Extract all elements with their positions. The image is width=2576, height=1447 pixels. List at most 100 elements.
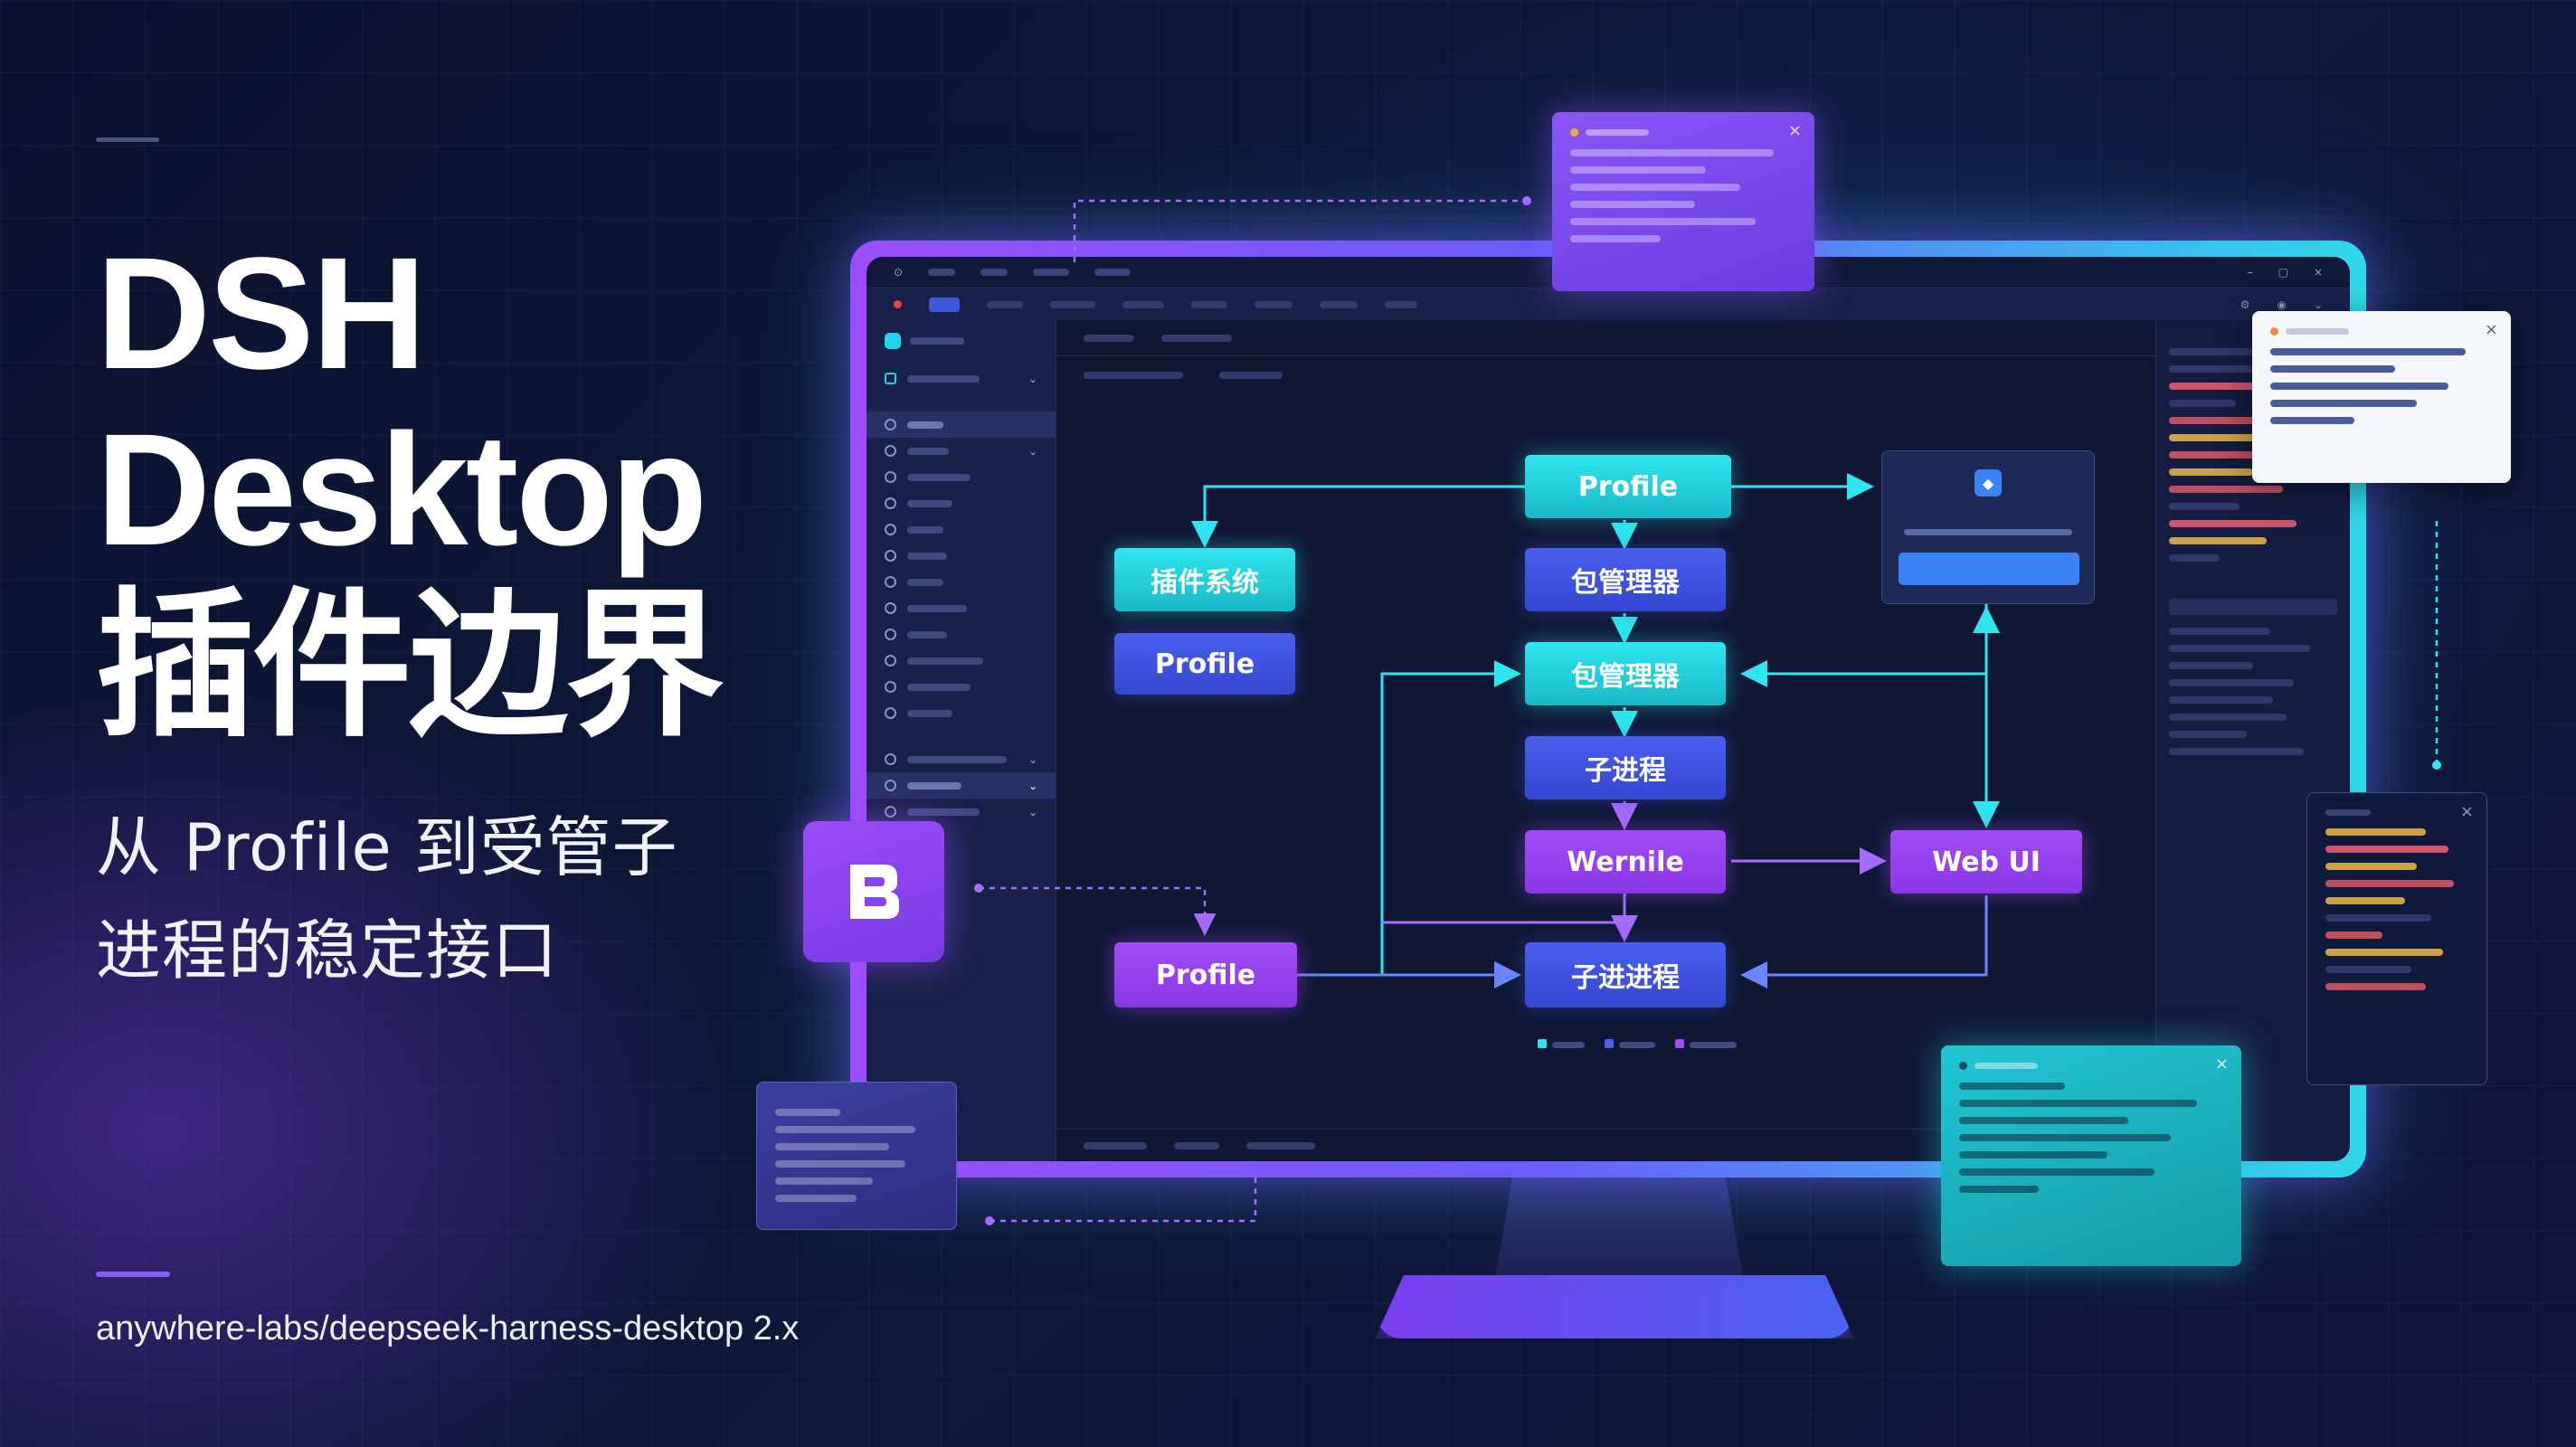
monitor-stand-neck [1492,1176,1746,1293]
sidebar-group[interactable]: ⌄ [867,799,1056,825]
node-profile-top[interactable]: Profile [1525,455,1731,518]
toolbar-tab-active[interactable] [929,297,960,312]
node-web-ui[interactable]: Web UI [1890,830,2082,894]
folder-icon [885,806,896,818]
sidebar-group[interactable]: ⌄ [867,746,1056,772]
breadcrumb[interactable] [1084,334,1134,342]
legend-item [1538,1038,1585,1051]
sidebar-item[interactable] [867,621,1056,648]
node-profile-left[interactable]: Profile [1114,633,1295,695]
legend-item [1605,1038,1655,1051]
plugin-panel-card[interactable]: ◆ [1881,450,2095,604]
sidebar-item[interactable] [867,516,1056,543]
title-line-1: DSH [96,225,427,402]
toolbar-tab[interactable] [1050,300,1095,308]
floating-window-top[interactable]: × [1552,112,1814,291]
node-profile-bottom[interactable]: Profile [1114,942,1297,1007]
close-icon[interactable]: × [2484,320,2498,339]
brand-icon [885,333,901,349]
menu-item[interactable] [1094,269,1132,276]
titlebar-menu-icon[interactable]: ⊙ [894,266,904,279]
lock-icon [885,681,896,693]
node-pkg-manager-2[interactable]: 包管理器 [1525,642,1726,705]
menu-item[interactable] [980,269,1009,276]
accent-line-bottom [96,1272,170,1277]
sidebar-brand [867,333,1056,365]
node-pkg-manager-1[interactable]: 包管理器 [1525,548,1726,611]
accent-line-top [96,137,159,142]
breadcrumb[interactable] [1161,334,1232,342]
window-minimize-icon[interactable]: – [2247,266,2253,279]
chevron-down-icon: ⌄ [1028,372,1037,385]
sidebar-item-active[interactable] [867,411,1056,438]
toolbar-tab[interactable] [1255,300,1293,308]
node-plugin-system[interactable]: 插件系统 [1114,548,1295,611]
sidebar-workspace-select[interactable]: ⌄ [867,365,1056,392]
sidebar-group-active[interactable]: ⌄ [867,772,1056,799]
status-item [1174,1141,1219,1149]
menu-item[interactable] [1033,269,1070,276]
workspace-icon [885,373,896,384]
status-bar [1056,1129,2155,1161]
diagram-path [1084,372,1183,379]
plugin-icon [885,445,896,457]
sidebar-item[interactable] [867,464,1056,490]
sidebar-item[interactable] [867,569,1056,595]
link-icon [885,602,896,614]
toolbar-tab[interactable] [1385,300,1417,308]
home-icon [885,419,896,430]
terminal-icon [885,550,896,562]
sidebar-item[interactable] [867,700,1056,726]
title-line-2: Desktop [96,402,707,579]
close-icon[interactable]: × [2214,1055,2229,1073]
gear-icon [885,707,896,719]
floating-window-terminal[interactable]: × [1941,1045,2241,1266]
profile-icon [885,497,896,509]
floating-window-bottom-left[interactable] [756,1082,957,1230]
page-title: DSH Desktop 插件边界 [96,225,724,755]
toolbar-tab[interactable] [1320,300,1358,308]
node-wernile[interactable]: Wernile [1525,830,1726,894]
status-item [1246,1141,1315,1149]
file-icon [885,655,896,667]
user-icon[interactable]: ◉ [2277,298,2287,311]
folder-icon [885,780,896,791]
close-icon[interactable]: × [1787,121,1802,140]
toolbar-tab[interactable] [987,300,1023,308]
sidebar-item[interactable] [867,490,1056,516]
legend-item [1675,1038,1737,1051]
sidebar-item[interactable] [867,648,1056,674]
close-icon[interactable]: × [2459,802,2474,821]
web-icon [885,629,896,640]
status-dot-icon [894,300,902,308]
toolbar-tab[interactable] [1191,300,1227,308]
diagram-filter[interactable] [1219,372,1283,379]
sidebar-item[interactable] [867,595,1056,621]
node-subprocess[interactable]: 子进程 [1525,736,1726,799]
chevron-down-icon[interactable]: ⌄ [2313,298,2323,311]
process-icon [885,524,896,535]
monitor-stand-base [1375,1275,1854,1338]
folder-icon [885,753,896,765]
floating-window-light[interactable]: × [2252,311,2511,483]
toolbar-tab[interactable] [1122,300,1164,308]
settings-icon[interactable]: ⚙ [2240,298,2250,311]
floating-window-code-right[interactable]: × [2306,792,2487,1085]
window-close-icon[interactable]: × [2313,266,2323,279]
inspector-input[interactable] [2169,599,2337,615]
window-maximize-icon[interactable]: ▢ [2278,266,2288,279]
package-icon [885,471,896,483]
sidebar-item[interactable] [867,674,1056,700]
dsh-logo-icon[interactable] [803,821,944,962]
title-line-3: 插件边界 [96,578,724,755]
plugin-icon: ◆ [1975,469,2002,497]
plugin-panel-button[interactable] [1899,553,2079,585]
repo-path: anywhere-labs/deepseek-harness-desktop 2… [96,1310,800,1348]
subtitle: 从 Profile 到受管子 进程的稳定接口 [96,796,678,1002]
log-icon [885,576,896,588]
menu-item[interactable] [928,269,956,276]
node-sub-subprocess[interactable]: 子进进程 [1525,942,1726,1007]
diagram-legend [1538,1038,1737,1051]
sidebar-item[interactable] [867,543,1056,569]
sidebar-item[interactable]: ⌄ [867,438,1056,464]
